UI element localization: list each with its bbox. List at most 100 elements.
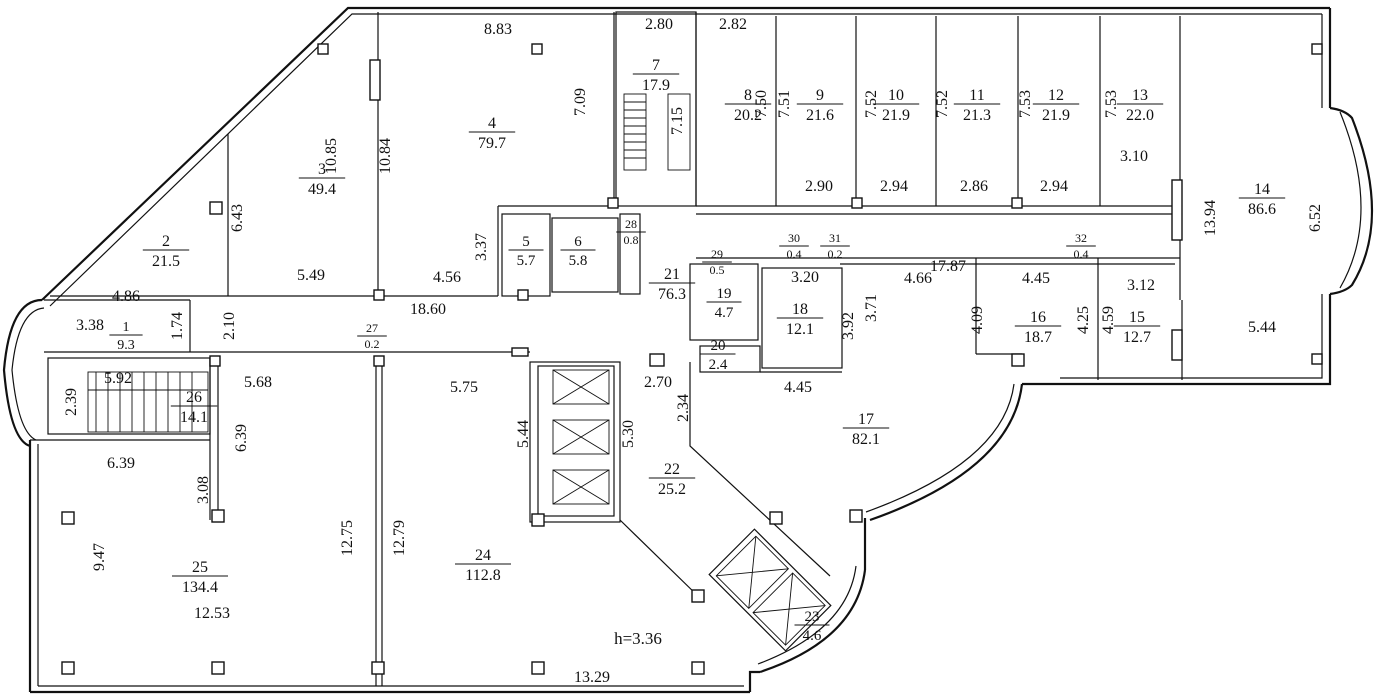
room-area: 0.5 [710, 263, 725, 277]
room-area: 9.3 [117, 338, 135, 353]
room-4: 479.7 [468, 115, 516, 152]
dimension-label: 18.60 [410, 301, 446, 318]
room-number: 28 [625, 217, 637, 231]
room-number: 21 [664, 266, 680, 283]
room-number: 20 [711, 338, 726, 354]
room-area: 21.9 [882, 107, 910, 124]
room-23: 234.6 [794, 609, 830, 644]
dimension-label: 12.75 [339, 520, 356, 556]
dimension-label: 2.80 [645, 16, 673, 33]
dimension-label: 2.39 [63, 388, 80, 416]
dimension-label: 7.52 [934, 90, 951, 118]
dimension-label: 3.12 [1127, 277, 1155, 294]
dimension-label: 7.15 [669, 107, 686, 135]
dimension-label: 6.43 [229, 204, 246, 232]
dimension-label: 3.92 [840, 312, 857, 340]
room-area: 12.7 [1123, 329, 1151, 346]
dimension-label: 12.79 [391, 520, 408, 556]
room-19: 194.7 [706, 286, 742, 321]
room-28: 280.8 [616, 217, 646, 247]
room-2: 221.5 [142, 233, 190, 270]
elevator-shafts [552, 369, 610, 505]
dimension-label: 5.92 [104, 370, 132, 387]
dimension-label: 3.38 [76, 317, 104, 334]
room-number: 7 [652, 57, 660, 74]
room-number: 14 [1254, 181, 1270, 198]
dimension-label: 3.37 [473, 233, 490, 261]
dimension-label: 6.39 [107, 455, 135, 472]
dimension-label: 7.53 [1017, 90, 1034, 118]
room-area: 0.2 [365, 337, 380, 351]
room-area: 21.3 [963, 107, 991, 124]
dimension-label: 3.08 [195, 476, 212, 504]
room-1: 19.3 [109, 320, 143, 353]
room-area: 134.4 [182, 579, 218, 596]
room-number: 29 [711, 247, 723, 261]
room-number: 3 [318, 161, 326, 178]
dimension-label: 2.34 [675, 394, 692, 422]
room-number: 12 [1048, 87, 1064, 104]
room-number: 24 [475, 547, 491, 564]
dimension-label: 5.75 [450, 379, 478, 396]
room-area: 25.2 [658, 481, 686, 498]
dimension-label: 6.39 [233, 424, 250, 452]
room-number: 16 [1030, 309, 1046, 326]
room-25: 25 134.4 [172, 559, 228, 596]
dimension-label: 4.45 [1022, 270, 1050, 287]
room-number: 2 [162, 233, 170, 250]
room-7: 717.9 [632, 57, 680, 94]
room-area: 0.4 [1074, 247, 1089, 261]
dimension-label: 7.52 [863, 90, 880, 118]
dimension-label: 2.90 [805, 178, 833, 195]
room-area: 12.1 [786, 321, 814, 338]
room-9: 921.6 [796, 87, 844, 124]
dimension-label: 4.25 [1075, 306, 1092, 334]
room-area: 4.7 [715, 305, 734, 321]
dimension-label: 2.82 [719, 16, 747, 33]
dimension-label: 10.85 [323, 138, 340, 174]
room-number: 17 [858, 411, 874, 428]
room-number: 25 [192, 559, 208, 576]
room-number: 26 [186, 389, 202, 406]
dimension-label: 4.86 [112, 288, 140, 305]
dimension-label: 9.47 [91, 543, 108, 571]
room-26: 26 14.1 [170, 389, 218, 426]
room-number: 30 [788, 231, 800, 245]
room-area: 21.6 [806, 107, 834, 124]
dimension-label: 2.10 [221, 312, 238, 340]
room-8: 820.2 [724, 87, 772, 124]
height-note: h=3.36 [614, 629, 662, 648]
room-area: 112.8 [465, 567, 500, 584]
room-number: 11 [969, 87, 984, 104]
room-11: 11 21.3 [953, 87, 1001, 124]
dimension-label: 2.94 [880, 178, 908, 195]
dimension-label: 3.10 [1120, 148, 1148, 165]
dimension-label: 5.44 [515, 420, 532, 448]
room-area: 14.1 [180, 409, 208, 426]
dimension-label: 4.56 [433, 269, 461, 286]
room-area: 86.6 [1248, 201, 1276, 218]
dimension-label: 5.30 [620, 420, 637, 448]
dimension-label: 7.51 [776, 90, 793, 118]
stair-7 [623, 93, 691, 171]
room-number: 1 [123, 320, 130, 335]
room-area: 82.1 [852, 431, 880, 448]
room-30: 300.4 [779, 231, 809, 261]
room-number: 31 [829, 231, 841, 245]
dimension-label: 7.50 [753, 90, 770, 118]
dimension-label: 1.74 [169, 312, 186, 340]
room-area: 0.2 [828, 247, 843, 261]
columns [61, 43, 1323, 675]
room-number: 27 [366, 321, 378, 335]
dimension-label: 4.45 [784, 379, 812, 396]
room-number: 6 [574, 234, 582, 250]
room-area: 5.8 [569, 253, 588, 269]
